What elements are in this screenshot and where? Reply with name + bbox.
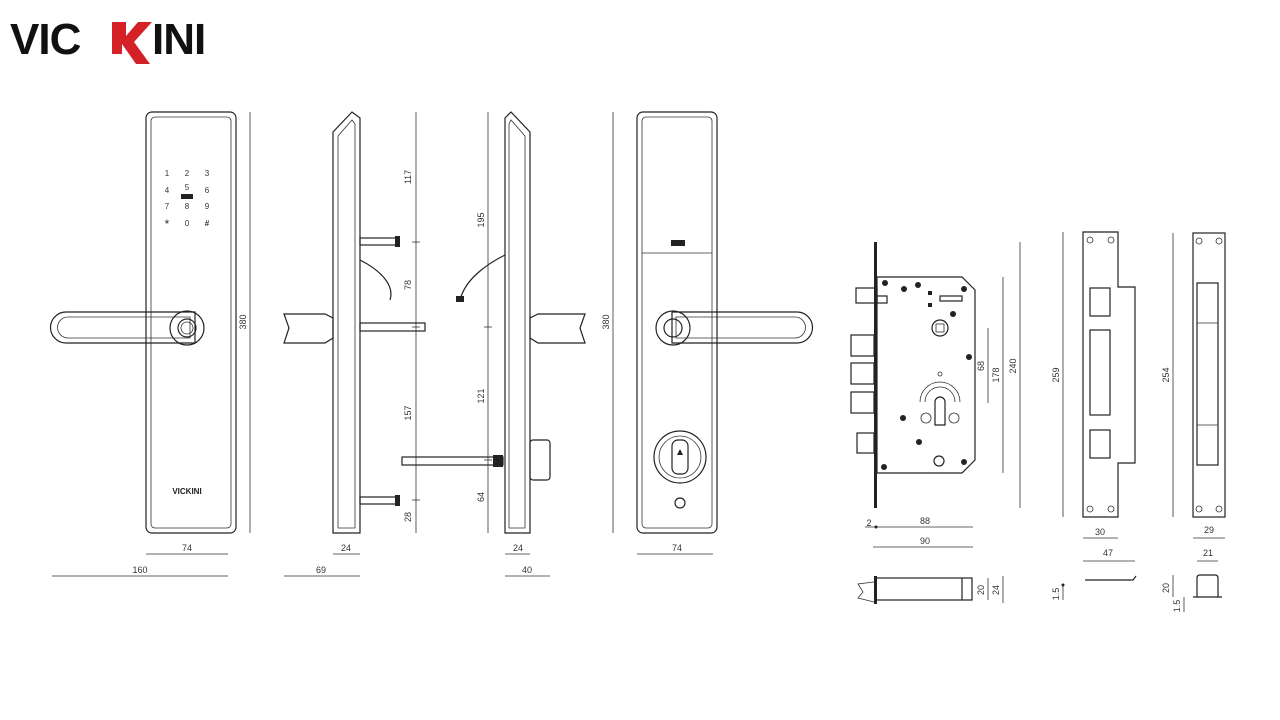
plate-logo: VICKINI	[172, 487, 201, 496]
key-5: 5	[185, 183, 190, 192]
strike-plate-1: 259 30 47 1.5	[1051, 231, 1137, 601]
vickini-logo: VIC INI	[10, 15, 206, 64]
key-8: 8	[185, 202, 190, 211]
dim-spacing: 68	[976, 361, 986, 371]
lever-back	[671, 311, 814, 344]
lever-inner	[529, 313, 586, 344]
keyhole	[674, 497, 686, 509]
dim-total-depth: 69	[316, 565, 326, 575]
logo-k-mark	[112, 22, 152, 64]
dim-seg-3: 157	[403, 405, 413, 420]
dim-inner-seg-1: 195	[476, 212, 486, 227]
latch	[855, 287, 878, 304]
battery-slot	[671, 240, 685, 246]
dim-strike2-box-depth: 20	[1161, 583, 1171, 593]
logo-text-left: VIC	[10, 15, 81, 64]
dim-strike2-thickness: 1.5	[1172, 600, 1182, 613]
strike-latch-opening	[1089, 287, 1111, 317]
key-0: 0	[185, 219, 190, 228]
key-9: 9	[205, 202, 210, 211]
key-1: 1	[165, 169, 170, 178]
dim-strike1-width: 30	[1095, 527, 1105, 537]
cylinder-cutout	[934, 396, 946, 426]
key-4: 4	[165, 186, 170, 195]
dim-inner-seg-3: 64	[476, 492, 486, 502]
dim-strike1-total-width: 47	[1103, 548, 1113, 558]
handle-rosette	[169, 310, 205, 346]
key-2: 2	[185, 169, 190, 178]
mortise-lock-body: 68 178 240 2 88 90 20 24	[850, 242, 1021, 604]
cable	[359, 259, 392, 301]
strike-plate-2: 254 29 21 20 1.5	[1161, 232, 1226, 613]
dim-plate-depth: 24	[341, 543, 351, 553]
dim-strike2-width: 29	[1204, 525, 1214, 535]
dim-height: 380	[238, 314, 248, 329]
dim-faceplate-thickness: 2	[866, 518, 871, 528]
deadbolt	[856, 432, 875, 454]
dim-strike1-height: 259	[1051, 367, 1061, 382]
key-star: *	[165, 217, 170, 231]
dim-body-height: 178	[991, 367, 1001, 382]
logo-text-right: INI	[152, 15, 205, 64]
thumbturn	[653, 430, 707, 484]
dim-strike1-thickness: 1.5	[1051, 588, 1061, 601]
dim-strike2-box-width: 21	[1203, 548, 1213, 558]
dim-total-width-mortise: 90	[920, 536, 930, 546]
dim-inner-plate-depth: 24	[513, 543, 523, 553]
bolt-1	[850, 334, 875, 357]
dim-back-height: 380	[601, 314, 611, 329]
key-hash: #	[205, 219, 210, 228]
dim-back-width: 74	[672, 543, 682, 553]
key-6: 6	[205, 186, 210, 195]
lever-handle	[49, 311, 196, 344]
fingerprint-sensor	[181, 194, 193, 199]
front-view: 1 2 3 4 5 6 7 8 9 * 0 # VICKINI 380 74 1…	[49, 111, 251, 577]
dim-seg-1: 117	[403, 170, 413, 184]
strike2-section	[1193, 574, 1222, 598]
spindle	[359, 322, 426, 332]
dim-plate-width: 74	[182, 543, 192, 553]
lever-side	[283, 313, 334, 344]
strike1-section	[1085, 575, 1137, 581]
cable-inner	[459, 254, 506, 301]
dim-body-width: 88	[920, 516, 930, 526]
strike-deadbolt-opening	[1089, 429, 1111, 459]
bolt-2	[850, 362, 875, 385]
inner-side-view: 195 121 64 24 40	[401, 111, 586, 577]
dim-strike2-height: 254	[1161, 367, 1171, 382]
dim-inner-seg-2: 121	[476, 388, 486, 403]
dim-total-width: 160	[132, 565, 147, 575]
mortise-section	[875, 577, 973, 601]
strike-box	[1196, 282, 1219, 466]
dim-seg-4: 28	[403, 512, 413, 522]
dim-faceplate-height: 240	[1008, 358, 1018, 373]
side-view: 117 78 157 28 24 69	[283, 111, 426, 577]
keypad: 1 2 3 4 5 6 7 8 9 * 0 #	[165, 169, 210, 231]
dim-bolt-height: 20	[976, 585, 986, 595]
dim-faceplate-width: 24	[991, 585, 1001, 595]
strike-bolt-opening	[1089, 329, 1111, 416]
dim-inner-total-depth: 40	[522, 565, 532, 575]
key-3: 3	[205, 169, 210, 178]
key-7: 7	[165, 202, 170, 211]
back-view: 380 74	[601, 111, 814, 555]
bolt-3	[850, 391, 875, 414]
dim-seg-2: 78	[403, 280, 413, 290]
spindle-hole	[931, 319, 949, 337]
thumb-knob	[529, 439, 551, 481]
faceplate	[874, 242, 877, 508]
